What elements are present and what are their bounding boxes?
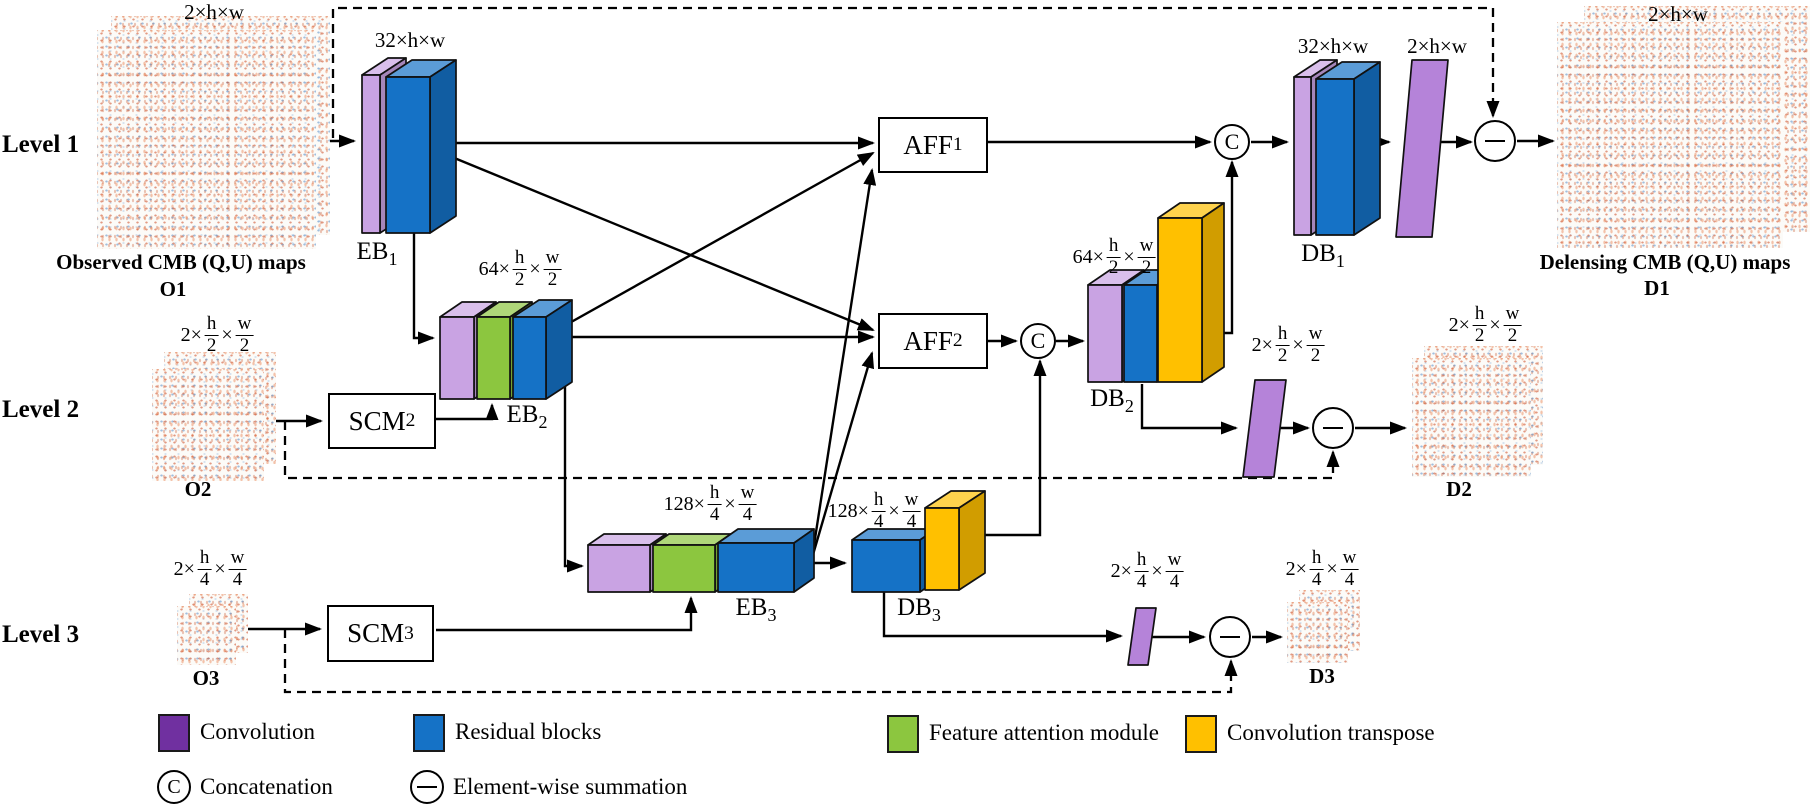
o1-label: O1 bbox=[159, 277, 187, 301]
o3-map-front-layer bbox=[177, 606, 236, 665]
db3-residual-layer bbox=[851, 528, 937, 593]
legend-residual-swatch bbox=[413, 714, 445, 752]
o1-dims: 2×h×w bbox=[184, 0, 244, 24]
eb2-residual-layer bbox=[512, 299, 573, 400]
db1-dims: 32×h×w bbox=[1297, 34, 1369, 58]
o1-map bbox=[97, 16, 330, 249]
summation-circle-level1 bbox=[1474, 120, 1516, 162]
level-1-label: Level 1 bbox=[2, 131, 80, 158]
legend-transpose-swatch bbox=[1185, 715, 1217, 753]
conv1-dims: 2×h×w bbox=[1407, 34, 1467, 58]
minus-icon bbox=[417, 786, 437, 788]
dashed-skip-connections bbox=[283, 6, 1500, 694]
legend-concat-icon: C bbox=[157, 770, 191, 804]
summation-circle-level2 bbox=[1312, 407, 1354, 449]
legend-convolution-swatch bbox=[158, 714, 190, 752]
legend-residual-label: Residual blocks bbox=[455, 719, 602, 744]
level3-conv-sheet bbox=[1127, 607, 1157, 666]
db1-label: DB1 bbox=[1301, 240, 1345, 271]
level-3-label: Level 3 bbox=[2, 621, 80, 648]
observed-maps-caption: Observed CMB (Q,U) maps bbox=[56, 250, 306, 274]
legend-convolution-label: Convolution bbox=[200, 719, 316, 744]
layer-blocks bbox=[361, 57, 1381, 593]
conv-sheets bbox=[1127, 59, 1449, 666]
o2-map-front-layer bbox=[152, 369, 264, 481]
eb3-residual-layer bbox=[717, 528, 815, 593]
d2-map bbox=[1412, 346, 1543, 477]
db1-residual-layer bbox=[1315, 61, 1381, 236]
db2-transpose-layer bbox=[1157, 202, 1225, 383]
d1-map bbox=[1557, 6, 1810, 248]
delensing-maps-caption: Delensing CMB (Q,U) maps bbox=[1539, 250, 1791, 274]
minus-icon bbox=[1220, 636, 1240, 638]
db2-label: DB2 bbox=[1090, 385, 1134, 416]
summation-circle-level3 bbox=[1209, 616, 1251, 658]
o3-map bbox=[177, 594, 248, 665]
eb3-label: EB3 bbox=[735, 594, 777, 625]
d2-map-front-layer bbox=[1412, 358, 1531, 477]
eb1-label: EB1 bbox=[356, 238, 398, 269]
level1-conv-sheet bbox=[1395, 59, 1449, 238]
d3-label: D3 bbox=[1309, 664, 1335, 688]
d1-map-front-layer bbox=[1557, 22, 1783, 248]
db3-label: DB3 bbox=[897, 594, 941, 625]
eb2-label: EB2 bbox=[506, 401, 548, 432]
legend-attention-swatch bbox=[887, 715, 919, 753]
legend-summation-icon bbox=[410, 770, 444, 804]
minus-icon bbox=[1485, 140, 1505, 142]
level2-conv-sheet bbox=[1242, 379, 1287, 478]
o2-label: O2 bbox=[184, 477, 212, 501]
eb1-residual-layer bbox=[385, 59, 457, 234]
d3-map bbox=[1287, 590, 1360, 663]
concat-circle-level2: C bbox=[1020, 323, 1056, 359]
minus-icon bbox=[1323, 427, 1343, 429]
d1-dims: 2×h×w bbox=[1648, 2, 1708, 26]
concat-circle-level1: C bbox=[1214, 124, 1250, 160]
level-2-label: Level 2 bbox=[2, 396, 80, 423]
legend-attention-label: Feature attention module bbox=[929, 720, 1159, 745]
d3-map-front-layer bbox=[1287, 602, 1348, 663]
o2-map bbox=[152, 352, 276, 481]
o3-label: O3 bbox=[192, 666, 220, 690]
db3-transpose-layer bbox=[924, 490, 986, 591]
legend-summation-label: Element-wise summation bbox=[453, 774, 688, 799]
legend-concat-label: Concatenation bbox=[200, 774, 333, 799]
legend-transpose-label: Convolution transpose bbox=[1227, 720, 1435, 745]
o1-map-front-layer bbox=[97, 30, 316, 249]
d1-label: D1 bbox=[1644, 276, 1670, 300]
d2-label: D2 bbox=[1446, 477, 1472, 501]
eb1-dims: 32×h×w bbox=[374, 28, 446, 52]
